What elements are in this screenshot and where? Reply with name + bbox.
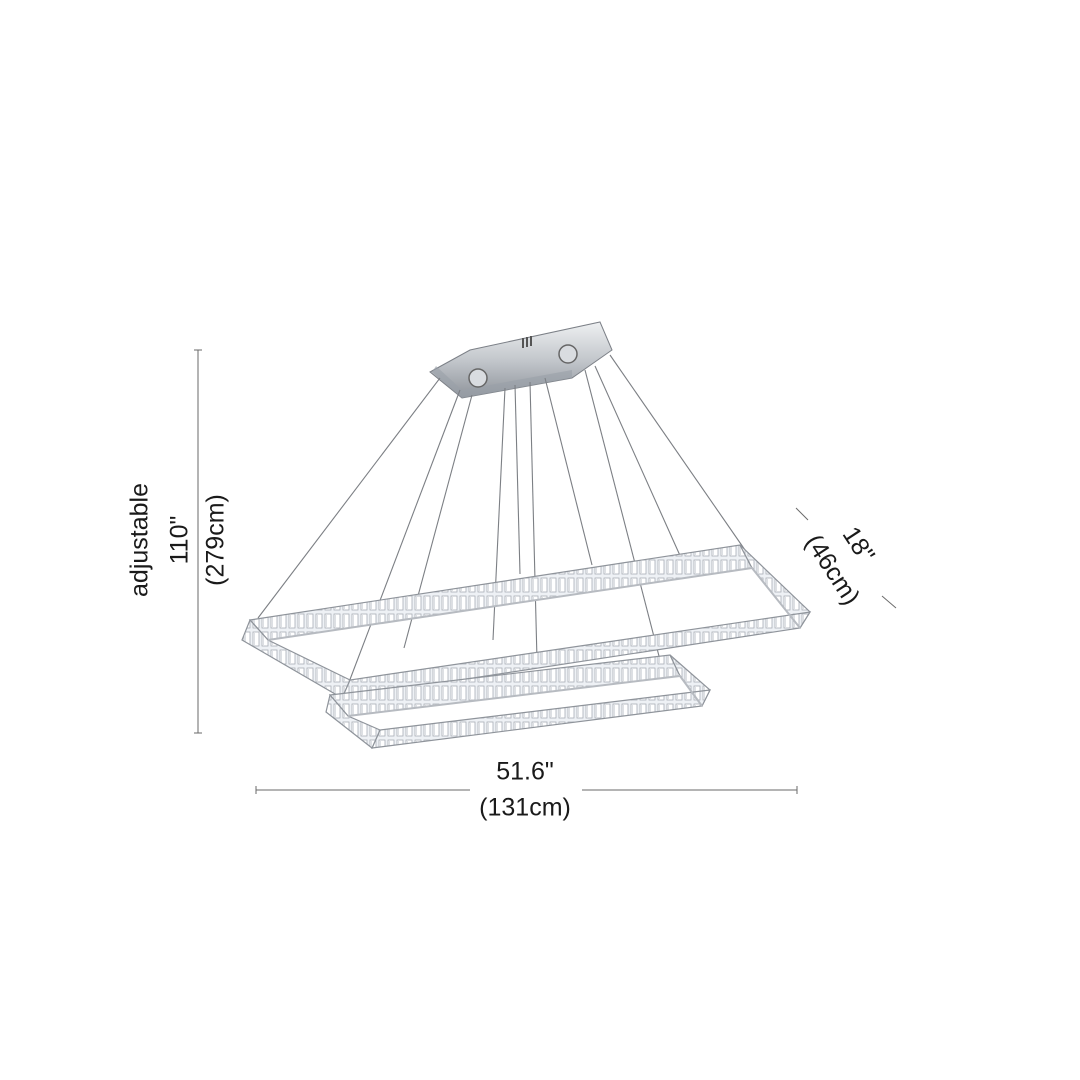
- ceiling-canopy: [429, 321, 613, 399]
- canopy-light-right: [558, 344, 578, 364]
- height-metric-label: (279cm): [201, 494, 230, 586]
- depth-dimension-tick-bottom: [881, 595, 897, 609]
- height-note-label: adjustable: [125, 483, 154, 597]
- upper-crystal-ring: [241, 544, 812, 699]
- height-imperial-label: 110": [165, 515, 194, 565]
- width-metric-label: (131cm): [479, 793, 571, 822]
- lower-crystal-ring: [325, 654, 712, 749]
- dimension-lines: [194, 349, 897, 794]
- width-imperial-label: 51.6": [496, 757, 554, 786]
- depth-dimension-tick-top: [795, 507, 809, 521]
- canopy-light-left: [468, 368, 488, 388]
